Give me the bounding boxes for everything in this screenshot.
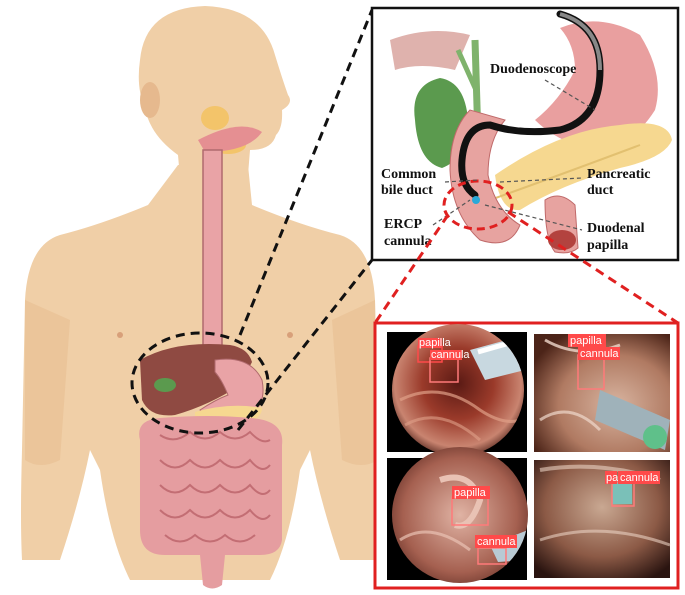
detection-label-cannula-4: cannula (620, 472, 659, 484)
endoscopy-image-1: papilla cannula (387, 324, 530, 456)
detection-label-papilla-1: papilla (419, 337, 452, 349)
label-duodenoscope: Duodenoscope (490, 62, 576, 77)
inset-cannula-tip (472, 196, 480, 204)
label-duodenal-papilla-line2: papilla (587, 238, 628, 253)
gallbladder (154, 378, 176, 392)
detection-label-papilla-4: pa (606, 472, 619, 484)
label-ercp-cannula-line1: ERCP (384, 217, 423, 232)
label-pancreatic-duct-line1: Pancreatic (587, 167, 651, 182)
label-duodenal-papilla-line1: Duodenal (587, 221, 645, 236)
label-pancreatic-duct-line2: duct (587, 183, 614, 198)
detection-label-cannula-3: cannula (477, 536, 516, 548)
label-common-bile-duct-line1: Common (381, 167, 436, 182)
endoscopy-image-3: papilla cannula (387, 447, 528, 583)
ear (140, 82, 160, 118)
label-ercp-cannula-line2: cannula (384, 234, 431, 249)
detection-label-cannula-1: cannula (431, 349, 470, 361)
detection-label-cannula-2: cannula (580, 348, 619, 360)
endoscopy-panel: papilla cannula papilla cannula (375, 323, 678, 588)
label-common-bile-duct-line2: bile duct (381, 183, 433, 198)
endoscopy-image-4: pa cannula (534, 460, 670, 578)
endoscopy-image-2: papilla cannula (534, 334, 670, 452)
detection-label-papilla-2: papilla (570, 335, 603, 347)
detection-label-papilla-3: papilla (454, 487, 487, 499)
esophagus (203, 150, 222, 362)
